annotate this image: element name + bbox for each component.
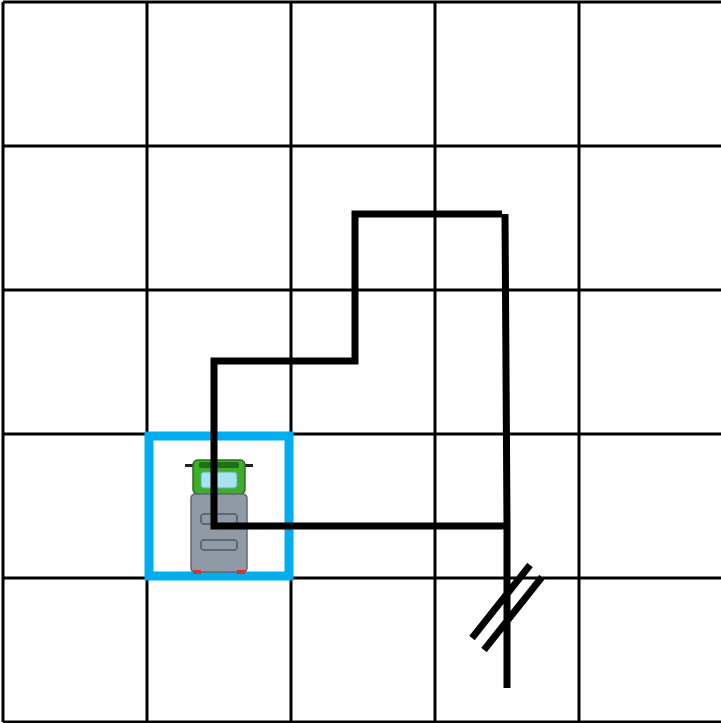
truck-body [191, 494, 247, 572]
windshield [201, 472, 237, 488]
garbage-truck-icon[interactable] [185, 460, 253, 574]
tail-light-right [237, 570, 245, 574]
route-segment-right [505, 214, 507, 526]
tail-light-left [193, 570, 201, 574]
cab-roof-stripe [199, 462, 239, 468]
